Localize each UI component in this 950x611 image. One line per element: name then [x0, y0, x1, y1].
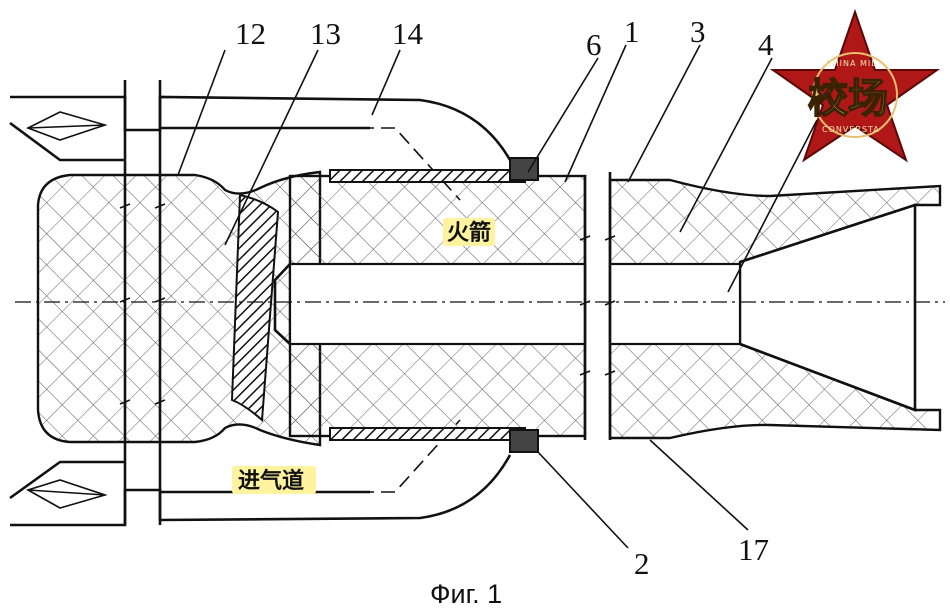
label-14: 14 — [392, 16, 424, 51]
front-charge — [36, 170, 322, 447]
star-icon — [769, 8, 941, 163]
rocket-label: 火箭 — [447, 220, 491, 246]
label-6: 6 — [586, 27, 602, 62]
rocket-label-bg — [443, 218, 495, 246]
logo-text: 校场 — [808, 75, 888, 122]
logo-ring-bottom: CONVERSTA — [822, 125, 880, 134]
label-3: 3 — [690, 14, 706, 49]
intake-label-bg — [232, 466, 316, 494]
label-1: 1 — [624, 14, 640, 49]
rocket-motor — [273, 157, 587, 453]
watermark-logo: CHINA MIL CONVERSTA 校场 — [769, 8, 941, 163]
label-17: 17 — [738, 532, 769, 567]
label-12: 12 — [235, 16, 266, 51]
logo-ring-top: CHINA MIL — [826, 59, 877, 68]
label-13: 13 — [310, 16, 341, 51]
leader-lines — [177, 44, 818, 549]
figure-caption: Фиг. 1 — [430, 579, 502, 609]
label-2: 2 — [634, 546, 650, 581]
label-4: 4 — [758, 27, 774, 62]
intake-label: 进气道 — [238, 468, 304, 494]
nozzle — [608, 178, 942, 440]
